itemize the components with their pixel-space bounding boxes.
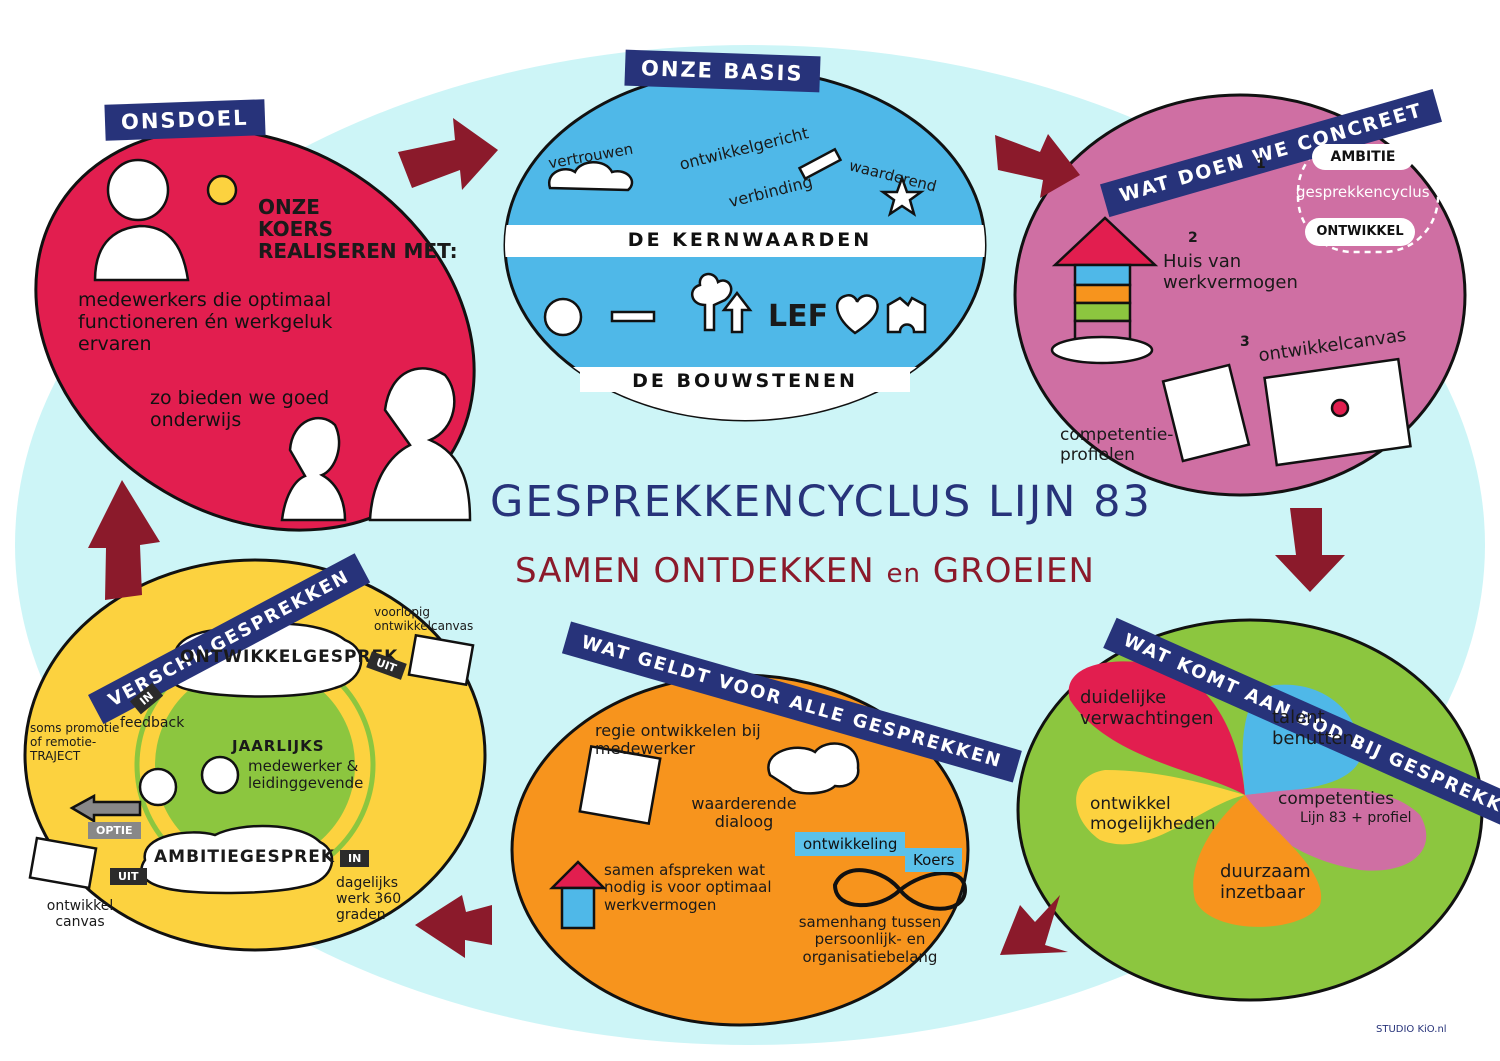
concreet-icons xyxy=(1050,135,1440,467)
gesprekkencyclus-label: gesprekkencyclus xyxy=(1296,183,1430,201)
house-floor-1 xyxy=(1073,263,1132,287)
person-body-icon xyxy=(93,224,190,282)
step-3: 3 xyxy=(1240,334,1250,350)
subtitle: SAMEN ONTDEKKEN en GROEIEN xyxy=(515,551,1095,591)
jaarlijks-label: JAARLIJKS xyxy=(232,737,325,755)
infinity-icon xyxy=(832,868,968,911)
bridge-icon xyxy=(886,296,927,334)
uit-badge-bottom: UIT xyxy=(110,868,147,885)
banner-ons-doel: ONSDOEL xyxy=(104,99,266,141)
subtitle-right: GROEIEN xyxy=(932,551,1095,591)
house-base xyxy=(1050,335,1154,365)
soms-label: soms promotie of remotie-TRAJECT xyxy=(30,721,120,763)
aanbod-bubble xyxy=(1016,618,1484,1002)
arrow-doel-to-basis xyxy=(398,118,498,190)
flower-icon xyxy=(206,174,238,206)
dialoog-text: waarderende dialoog xyxy=(691,794,797,832)
optie-badge: OPTIE xyxy=(88,822,141,839)
doel-illustration xyxy=(93,158,472,522)
alle-icons xyxy=(548,742,968,930)
regie-text: regie ontwikkelen bij medewerker xyxy=(595,721,761,759)
aanbod-competenties: competenties Lijn 83 + profiel xyxy=(1278,789,1418,826)
tree-icon xyxy=(691,272,733,332)
house-floor-3 xyxy=(1073,301,1132,323)
verschil-icons xyxy=(28,622,475,895)
child-icon xyxy=(280,416,347,522)
petal-verwachtingen xyxy=(1068,661,1245,795)
speech-bubbles-icon xyxy=(767,742,860,795)
competenties-line-2: Lijn 83 + profiel xyxy=(1300,809,1412,826)
koers-line-1: ONZE xyxy=(258,195,320,219)
arrow-up-icon xyxy=(721,290,753,334)
aanbod-talent: talent benutten xyxy=(1272,707,1354,749)
arrow-aanbod-to-alle xyxy=(1000,895,1068,955)
globe-icon xyxy=(543,297,583,337)
medewerkers-text: medewerkers die optimaal functioneren én… xyxy=(78,289,333,355)
petal-mogelijkheden xyxy=(1076,770,1245,845)
samen-text: samen afspreken wat nodig is voor optima… xyxy=(604,861,772,914)
house-floor-2 xyxy=(1073,283,1132,305)
koers-line-2: KOERS xyxy=(258,217,334,241)
competentie-label: competentie-profielen xyxy=(1060,425,1174,465)
step-1: 1 xyxy=(1256,156,1266,172)
person-head-icon xyxy=(106,158,170,222)
arrow-concreet-to-aanbod xyxy=(1275,508,1345,592)
basis-icons xyxy=(543,147,927,337)
face-left-icon xyxy=(138,767,178,807)
cloud-icon xyxy=(547,161,634,192)
ontwikkel-pill: ONTWIKKEL xyxy=(1305,218,1415,246)
star-icon xyxy=(879,174,925,217)
koers-chip: Koers xyxy=(905,848,963,872)
ontwikkeling-chip: ontwikkeling xyxy=(795,832,906,856)
teacher-icon xyxy=(368,367,472,522)
documents-icon xyxy=(1161,363,1251,463)
ambitiegesprek-label: AMBITIEGESPREK xyxy=(154,847,336,867)
aanbod-mogelijkheden: ontwikkel mogelijkheden xyxy=(1090,794,1216,834)
subtitle-mid: en xyxy=(886,559,921,589)
step-2: 2 xyxy=(1188,230,1198,246)
small-house-body xyxy=(560,886,596,930)
in-badge-bottom: IN xyxy=(340,850,370,867)
speech-cloud-ambitie xyxy=(140,824,334,895)
subtitle-left: SAMEN ONTDEKKEN xyxy=(515,551,875,591)
kernwaarden-label: DE KERNWAARDEN xyxy=(560,229,940,251)
ontwikkel-canvas-label: ontwikkel canvas xyxy=(46,898,114,931)
koers-line-3: REALISEREN MET: xyxy=(258,239,458,263)
medewerker-label: medewerker & leidinggevende xyxy=(248,757,364,793)
ambitie-pill: AMBITIE xyxy=(1312,144,1414,170)
voorlopig-label: voorlopig ontwikkelcanvas xyxy=(374,605,474,633)
main-title: GESPREKKENCYCLUS LIJN 83 xyxy=(490,477,1152,527)
banner-onze-basis: ONZE BASIS xyxy=(624,49,821,93)
canvas-mini-bottom-icon xyxy=(28,836,98,890)
aanbod-verwachtingen: duidelijke verwachtingen xyxy=(1080,687,1214,729)
petal-competenties xyxy=(1245,788,1427,871)
samenhang-text: samenhang tussen persoonlijk- en organis… xyxy=(798,913,942,966)
petal-duurzaam xyxy=(1193,795,1322,927)
dumbbell-icon xyxy=(610,310,656,323)
credit-label: STUDIO KiO.nl xyxy=(1376,1024,1447,1035)
aanbod-duurzaam: duurzaam inzetbaar xyxy=(1220,861,1311,903)
koers-text: ONZE KOERS REALISEREN MET: xyxy=(258,196,458,262)
competenties-line-1: competenties xyxy=(1278,789,1395,809)
heart-icon xyxy=(835,294,879,335)
feedback-label: feedback xyxy=(120,715,185,731)
bouwstenen-label: DE BOUWSTENEN xyxy=(580,370,910,392)
arrow-alle-to-verschil xyxy=(415,895,492,958)
canvas-marker-icon xyxy=(1330,398,1350,418)
bouwsteen-lef: LEF xyxy=(768,299,829,334)
face-right-icon xyxy=(200,755,240,795)
huis-label: Huis van werkvermogen xyxy=(1163,251,1298,293)
pencil-icon xyxy=(797,147,843,181)
arrow-option-icon xyxy=(69,793,142,824)
cycle-arrows xyxy=(88,118,1345,958)
arrow-basis-to-concreet xyxy=(995,134,1080,198)
board-icon xyxy=(578,744,662,826)
onderwijs-text: zo bieden we goed onderwijs xyxy=(150,387,330,431)
ontwikkelgesprek-label: ONTWIKKELGESPREK xyxy=(180,647,399,667)
canvas-mini-top-icon xyxy=(407,633,475,687)
dagelijks-label: dagelijks werk 360 graden xyxy=(336,875,402,924)
arrow-verschil-to-doel xyxy=(88,480,160,600)
